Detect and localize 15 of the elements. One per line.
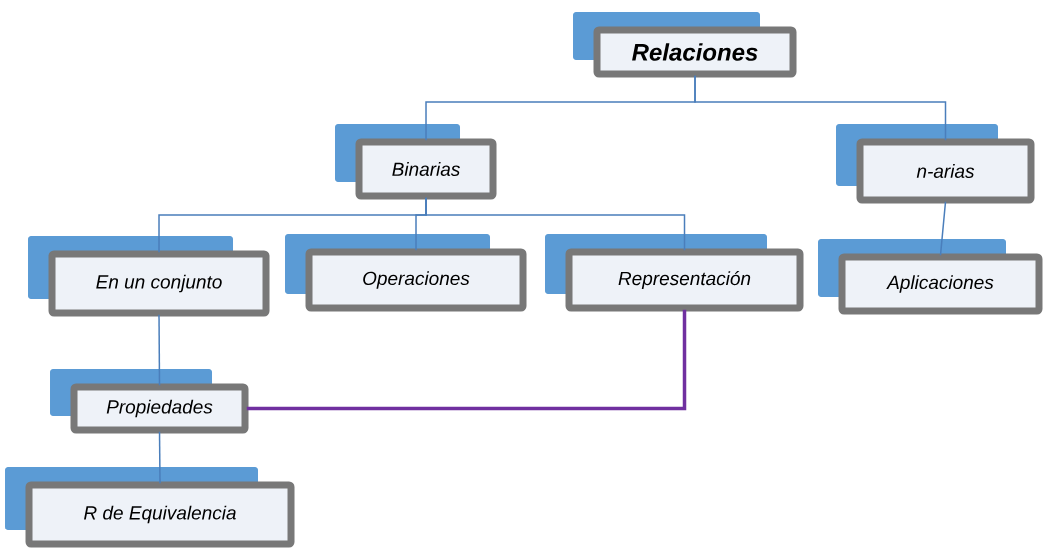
tree-connector bbox=[939, 201, 947, 256]
connector-line bbox=[246, 309, 687, 411]
tree-connector bbox=[158, 314, 161, 386]
concept-box: Relaciones bbox=[573, 12, 797, 78]
tree-connector bbox=[694, 75, 947, 141]
concept-box: Aplicaciones bbox=[818, 239, 1043, 315]
concept-box: Binarias bbox=[335, 124, 497, 200]
concept-box: n-arias bbox=[836, 124, 1035, 204]
concept-box: En un conjunto bbox=[28, 236, 270, 317]
concept-box: Operaciones bbox=[285, 234, 527, 312]
tree-connector bbox=[158, 431, 161, 484]
concept-box: Propiedades bbox=[50, 369, 249, 434]
concept-box: Representación bbox=[545, 234, 804, 312]
tree-connector bbox=[425, 197, 686, 251]
concept-box: R de Equivalencia bbox=[5, 467, 295, 548]
